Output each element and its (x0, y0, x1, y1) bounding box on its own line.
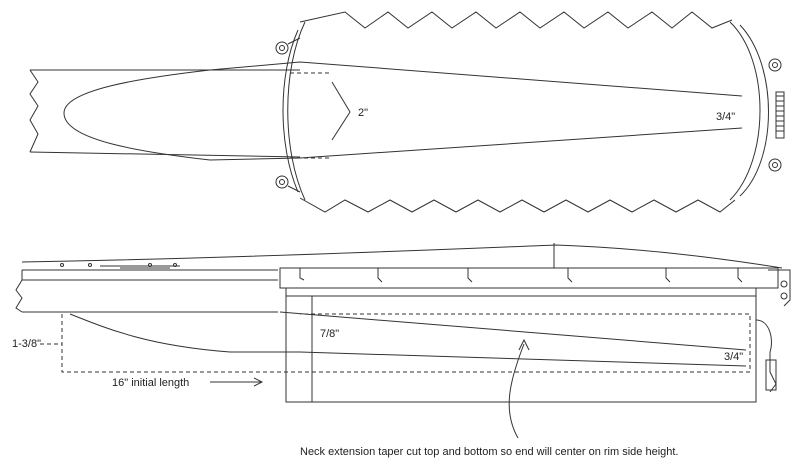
bracket-hooks (275, 37, 782, 193)
dimension-neck-width-label: 2" (358, 107, 368, 119)
neck-width-chevron (331, 81, 351, 141)
dimension-end-height-label: 3/4" (724, 351, 743, 363)
neck-extension-taper-top (63, 61, 743, 161)
initial-length-label: 16" initial length (112, 377, 189, 389)
neck-top-view (29, 69, 301, 158)
top-view (29, 11, 785, 213)
side-view (15, 243, 791, 439)
initial-length-arrow (210, 377, 264, 387)
neck-extension-taper-side (69, 313, 747, 367)
neck-extension-top-taper (279, 311, 747, 351)
neck-side-view (15, 243, 783, 313)
tailpiece-top-view (775, 91, 785, 139)
initial-blank-outline (40, 313, 751, 373)
dimension-end-width-label: 3/4" (716, 111, 735, 123)
caption-leader (508, 338, 530, 439)
rim-tension-hooks (299, 268, 743, 283)
dimension-mid-height-label: 7/8" (320, 328, 339, 340)
dimension-neck-height-label: 1-3/8" (12, 338, 41, 350)
rim-side-view (279, 267, 779, 403)
rim-top-view (282, 11, 769, 213)
tailpiece-side-view (755, 269, 791, 393)
caption: Neck extension taper cut top and bottom … (300, 446, 679, 458)
